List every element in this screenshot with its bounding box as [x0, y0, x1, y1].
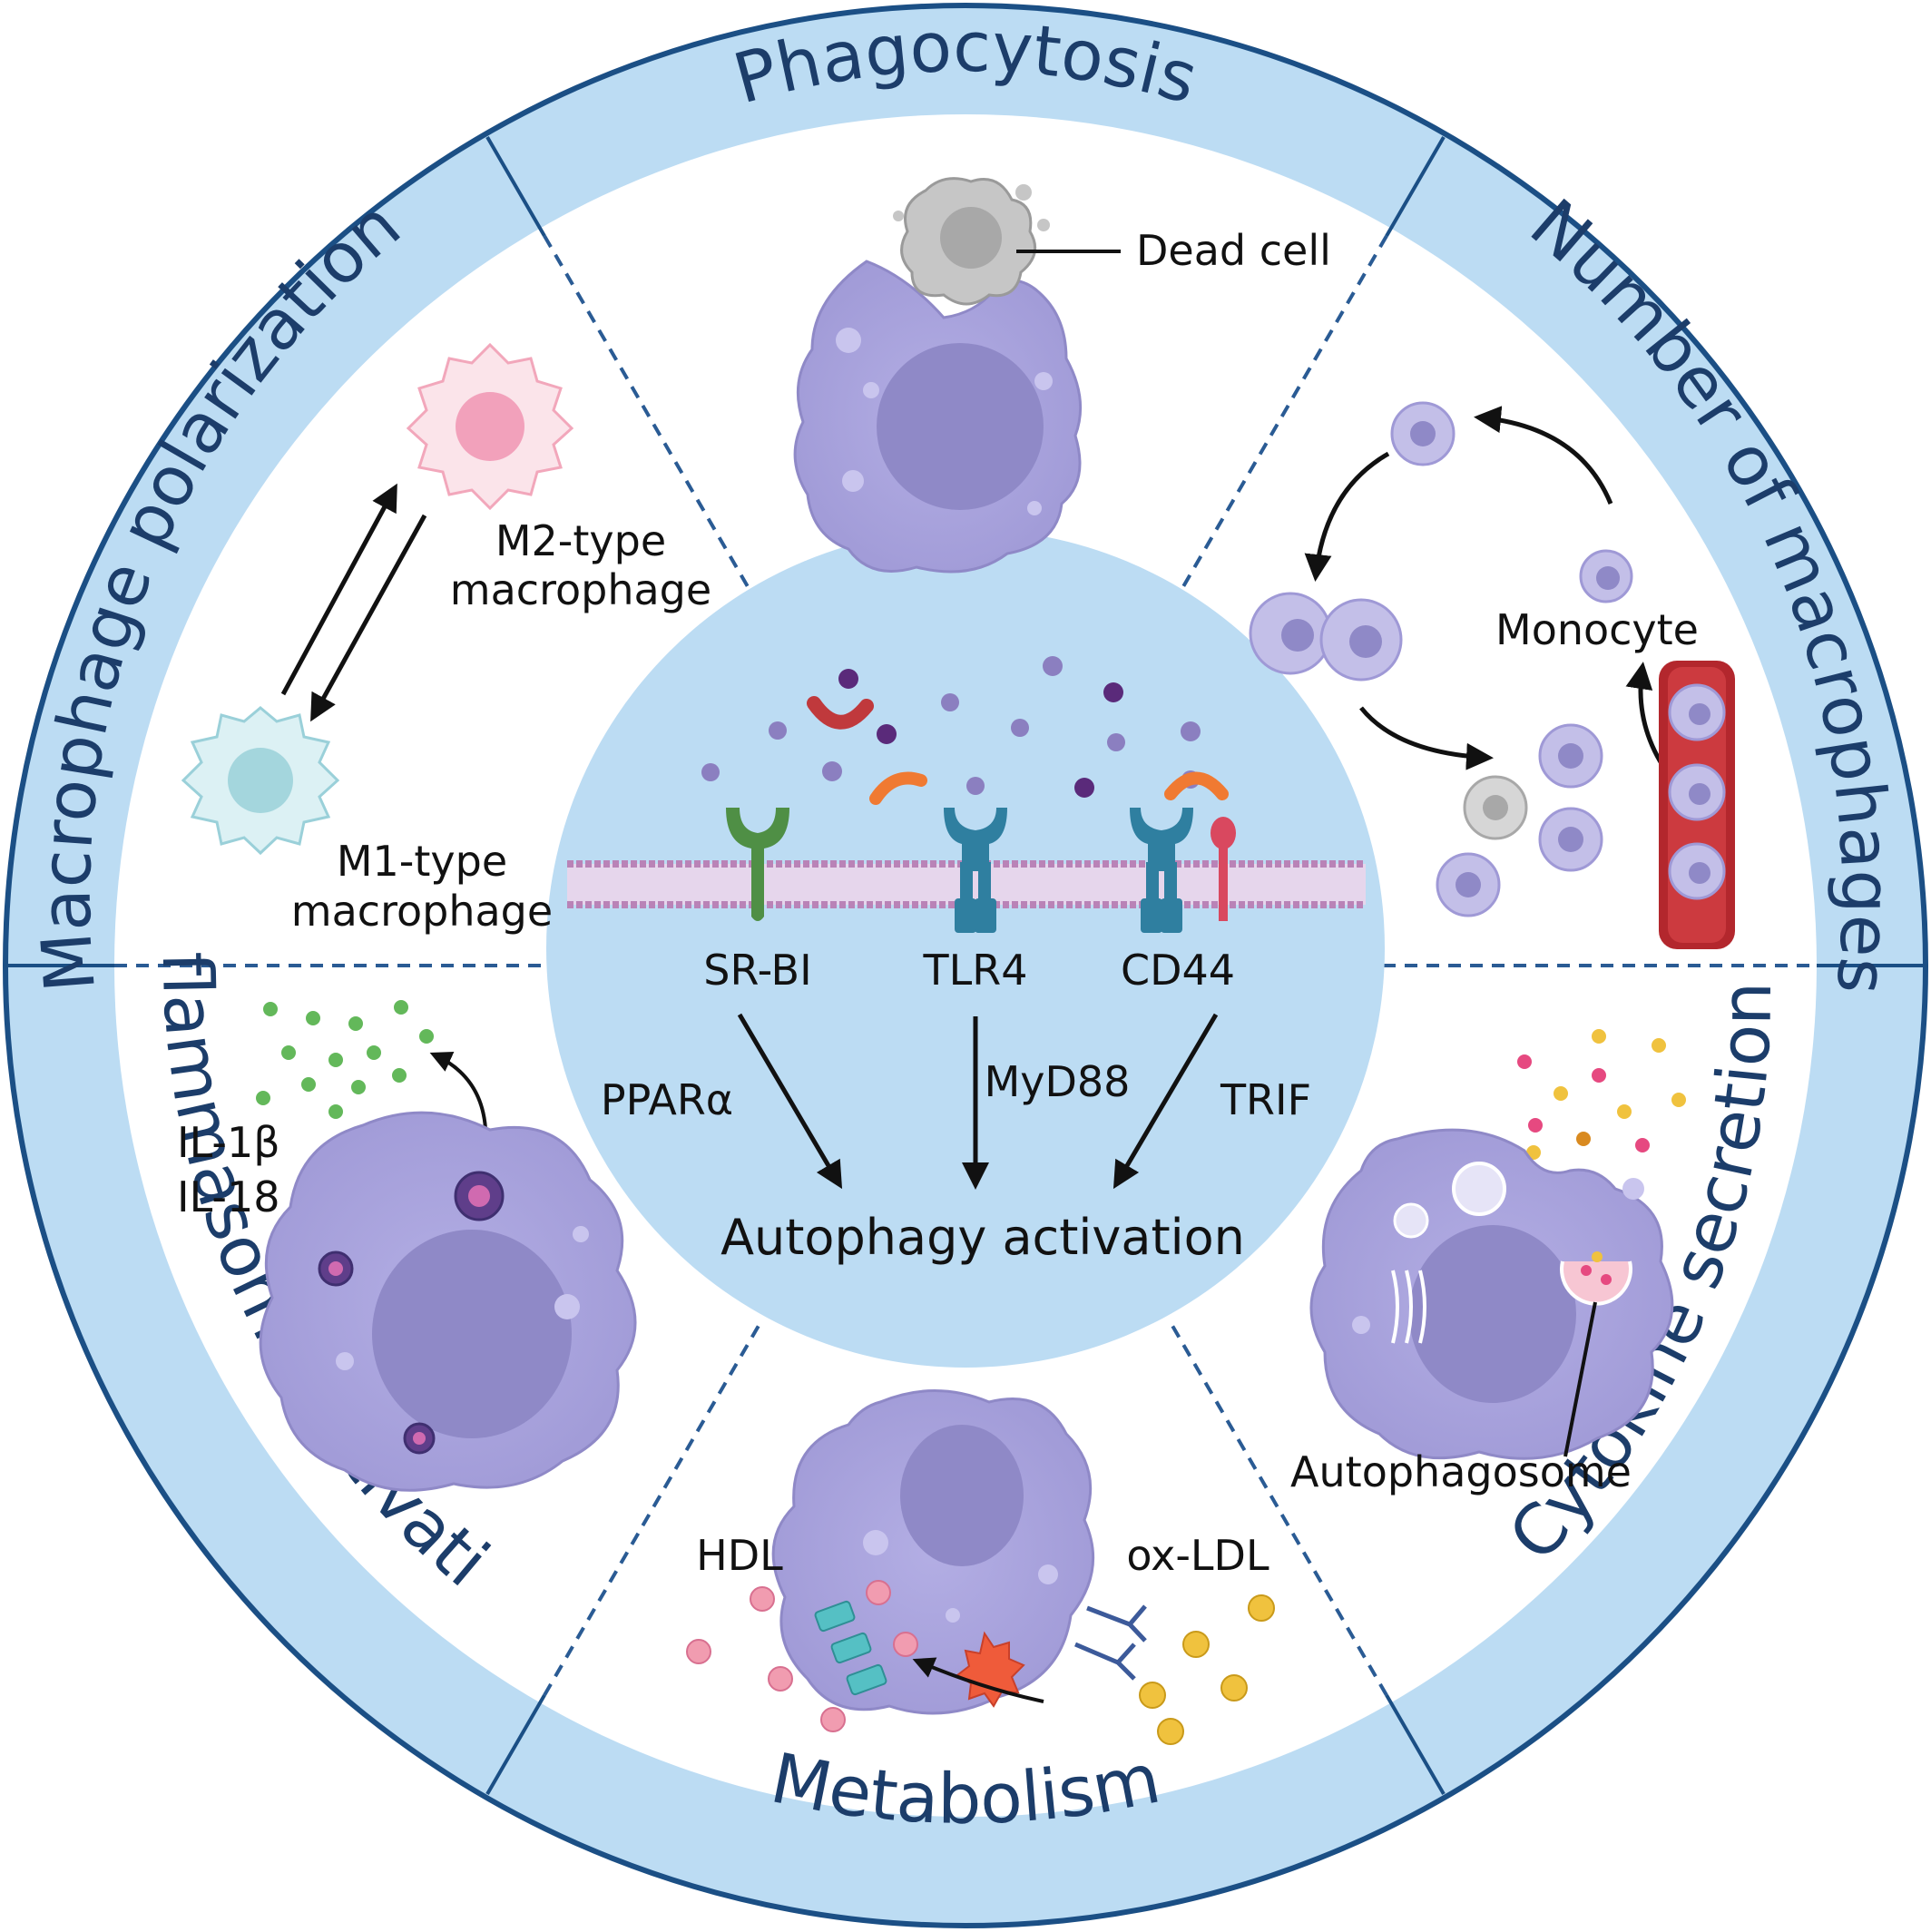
pathway-arrows [737, 1013, 1219, 1190]
il-1b-label: IL-1β [177, 1118, 280, 1167]
autophagosome-label: Autophagosome [1290, 1447, 1632, 1496]
lipid-droplet-icon [956, 1631, 1025, 1708]
ox-ldl-receptor-icon [1074, 1604, 1147, 1681]
inflammasome-macrophage-icon [259, 1111, 637, 1492]
m1-label-line2: macrophage [291, 887, 553, 936]
pathway-label-ppara: PPARα [601, 1075, 733, 1124]
m2-label-line2: macrophage [450, 565, 711, 614]
receptor-label-tlr4: TLR4 [923, 946, 1028, 995]
center-disc [546, 529, 1385, 1368]
pathway-label-myd88: MyD88 [985, 1057, 1131, 1106]
sr-bi-receptor-icon [726, 808, 789, 921]
m1-label-line1: M1-type [337, 837, 507, 886]
polarization-arrows [280, 483, 427, 722]
pathway-label-trif: TRIF [1220, 1075, 1311, 1124]
ligand-arc-red [807, 696, 874, 730]
ox-ldl-label: ox-LDL [1126, 1531, 1269, 1580]
m2-macrophage-icon [406, 342, 574, 511]
dead-cell-icon [893, 177, 1050, 306]
monocyte-label: Monocyte [1495, 605, 1699, 654]
phagocytosis-macrophage-icon [793, 260, 1083, 574]
autophagy-activation-label: Autophagy activation [720, 1209, 1245, 1266]
receptor-label-cd44: CD44 [1121, 946, 1235, 995]
dead-cell-label: Dead cell [1136, 226, 1331, 275]
il-18-label: IL-18 [177, 1172, 280, 1221]
hdl-label: HDL [696, 1531, 783, 1580]
tlr4-receptor-icon [944, 808, 1007, 933]
cd44-receptor-icon [1130, 808, 1236, 933]
proliferation-arrows [1304, 406, 1672, 778]
autophagosome-pointer [1563, 1301, 1597, 1457]
metabolism-macrophage-icon [771, 1389, 1095, 1715]
transporter-icon [814, 1600, 887, 1696]
blood-vessel-icon [1659, 661, 1735, 949]
ligand-arc-orange-2 [1164, 771, 1229, 800]
ring-dividers [5, 135, 1926, 1796]
hdl-particles [686, 1580, 918, 1732]
cytokine-release-dots [256, 1000, 434, 1133]
efflux-arrow [912, 1657, 1044, 1703]
ox-ldl-particles [1139, 1594, 1275, 1745]
m1-macrophage-icon [181, 706, 340, 856]
m2-label-line1: M2-type [495, 516, 666, 565]
macrophage-cluster-icons [1249, 401, 1633, 917]
receptor-label-sr-bi: SR-BI [703, 946, 811, 995]
ligand-arc-orange-1 [869, 771, 927, 805]
ligand-dots [701, 656, 1201, 798]
sector-dividers [114, 234, 1817, 1697]
